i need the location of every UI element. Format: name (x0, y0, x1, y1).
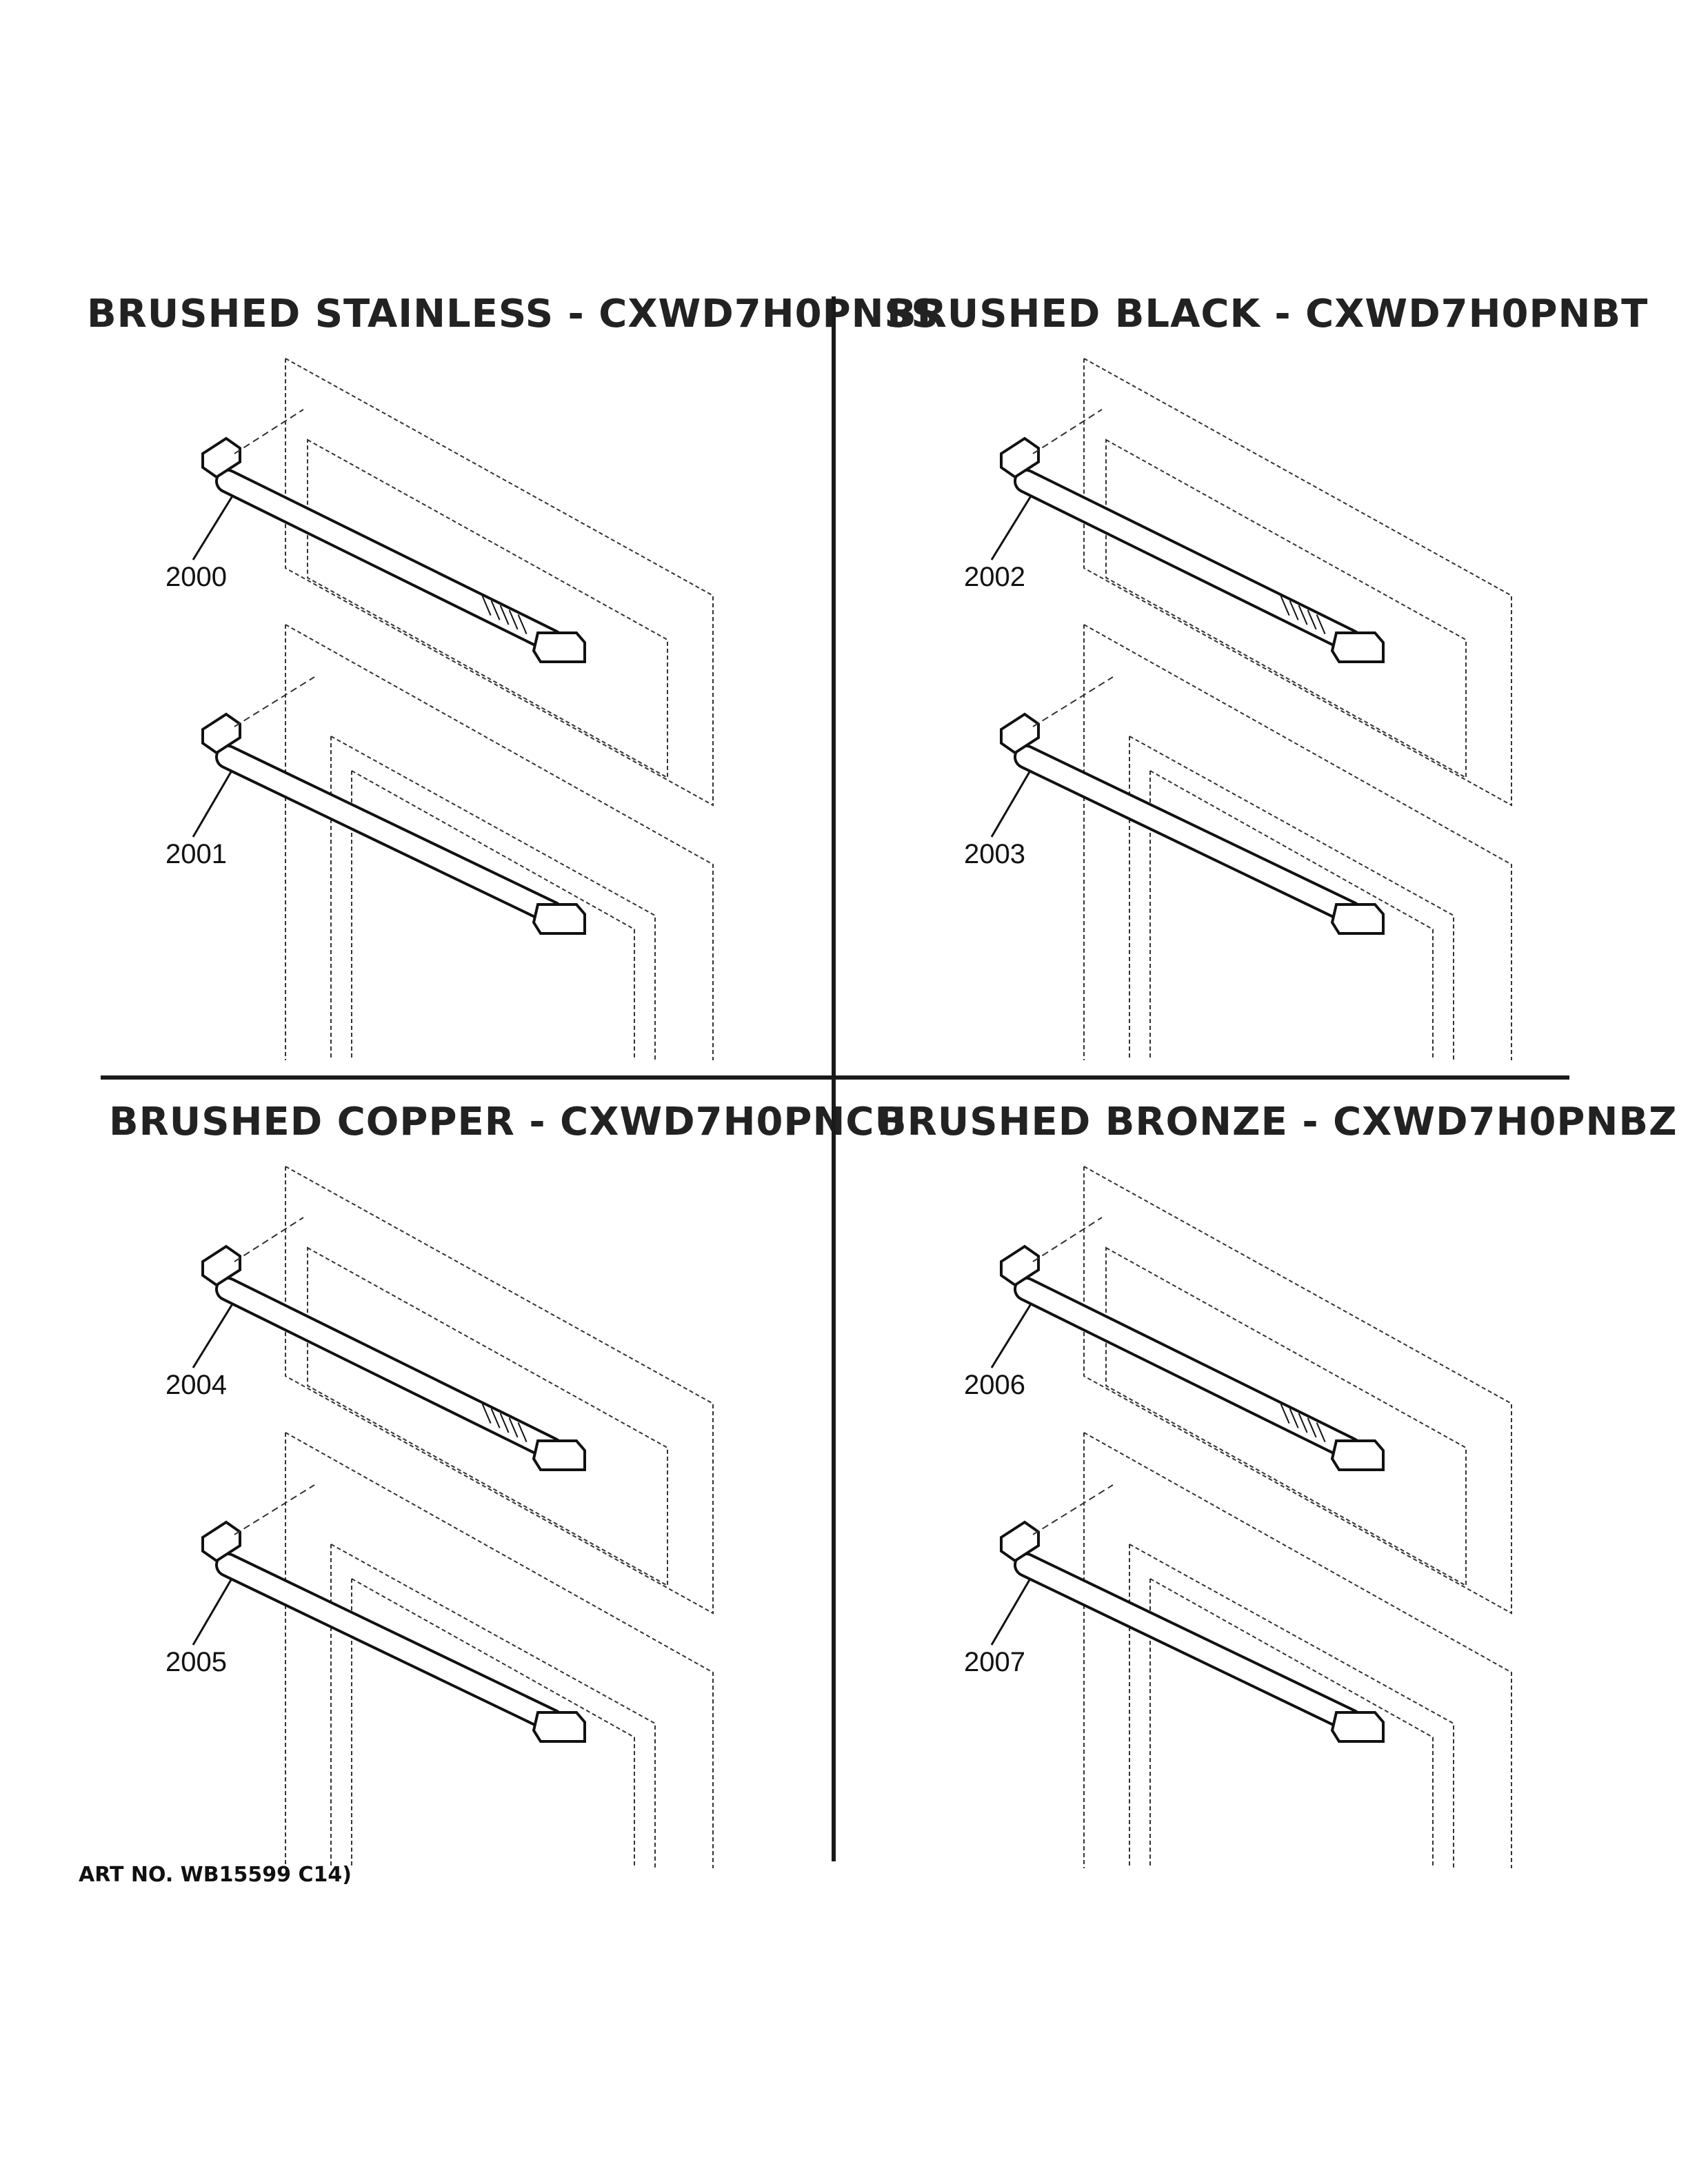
panel-title: BRUSHED BRONZE - CXWD7H0PNBZ (877, 1100, 1678, 1144)
exploded-view-drawing: 2002 2003 (964, 357, 1512, 1060)
panel-brushed-copper: 2004 2005 BRUSHED COPPER - CXWD7H0PNCU (0, 1103, 906, 1910)
callout-leader (990, 1578, 1032, 1646)
callout-leader (990, 1302, 1033, 1368)
lower-door-handle (1000, 1520, 1385, 1743)
exploded-view-drawing: 2004 2005 (165, 1165, 714, 1868)
oven-door-outline (285, 357, 714, 1060)
mounting-guide-line (1032, 676, 1114, 727)
callout-upper-handle: 2006 (964, 1370, 1025, 1400)
mounting-guide-line (234, 1484, 315, 1535)
panel-title: BRUSHED BLACK - CXWD7H0PNBT (887, 292, 1649, 336)
panel-brushed-bronze: 2006 2007 BRUSHED BRONZE - CXWD7H0PNBZ (798, 1103, 1677, 1910)
exploded-view-drawing: 2000 2001 (165, 357, 714, 1060)
mounting-guide-line (234, 409, 304, 454)
callout-upper-handle: 2000 (165, 562, 227, 592)
oven-door-outline (1083, 1165, 1512, 1868)
horizontal-divider (101, 1075, 1569, 1080)
oven-door-outline (285, 1165, 714, 1868)
callout-lower-handle: 2003 (964, 839, 1025, 869)
upper-door-handle (201, 436, 586, 663)
callout-leader (990, 770, 1032, 838)
panel-title: BRUSHED COPPER - CXWD7H0PNCU (109, 1100, 907, 1144)
callout-leader (192, 1578, 233, 1646)
upper-door-handle (1000, 436, 1385, 663)
lower-door-handle (1000, 712, 1385, 935)
panel-title: BRUSHED STAINLESS - CXWD7H0PNSS (87, 292, 940, 336)
callout-leader (192, 770, 233, 838)
oven-door-outline (1083, 357, 1512, 1060)
callout-upper-handle: 2002 (964, 562, 1025, 592)
art-number: ART NO. WB15599 C14) (79, 1863, 352, 1887)
mounting-guide-line (1032, 1484, 1114, 1535)
callout-upper-handle: 2004 (165, 1370, 227, 1400)
mounting-guide-line (1032, 409, 1103, 454)
callout-leader (192, 1302, 234, 1368)
lower-door-handle (201, 1520, 586, 1743)
mounting-guide-line (234, 676, 315, 727)
callout-lower-handle: 2007 (964, 1647, 1025, 1677)
exploded-view-drawing: 2006 2007 (964, 1165, 1512, 1868)
lower-door-handle (201, 712, 586, 935)
mounting-guide-line (1032, 1217, 1103, 1262)
panel-brushed-stainless: 2000 2001 BRUSHED STAINLESS - CXWD7H0PNSS (0, 295, 939, 1102)
callout-lower-handle: 2005 (165, 1647, 227, 1677)
callout-leader (990, 494, 1033, 560)
panel-brushed-black: 2002 2003 BRUSHED BLACK - CXWD7H0PNBT (798, 295, 1647, 1102)
callout-lower-handle: 2001 (165, 839, 227, 869)
upper-door-handle (201, 1244, 586, 1471)
mounting-guide-line (234, 1217, 304, 1262)
callout-leader (192, 494, 234, 560)
upper-door-handle (1000, 1244, 1385, 1471)
